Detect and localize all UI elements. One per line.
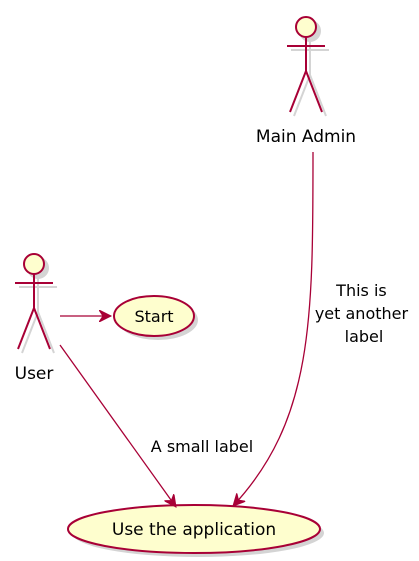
actor-main-admin-label: Main Admin xyxy=(256,127,356,147)
usecase-start-label: Start xyxy=(134,307,173,326)
edge-label-line: label xyxy=(345,327,384,346)
actor-user[interactable]: User xyxy=(15,253,57,384)
edge-label-line: This is xyxy=(335,281,387,300)
actor-user-figure xyxy=(15,253,57,354)
actor-main-admin-figure xyxy=(287,16,329,117)
usecase-start[interactable]: Start xyxy=(113,295,198,340)
edge-user-to-use-the-application xyxy=(59,344,176,507)
edge-label-line: yet another xyxy=(315,304,409,323)
edge-main-admin-to-use-the-application-label: This is yet another label xyxy=(315,281,413,346)
edge-main-admin-to-use-the-application xyxy=(233,151,314,506)
actor-user-label: User xyxy=(15,364,54,384)
usecase-start-ellipse xyxy=(113,295,195,337)
usecase-use-the-application-label: Use the application xyxy=(112,520,276,540)
usecase-use-the-application-ellipse xyxy=(67,504,321,554)
edge-user-to-use-the-application-label: A small label xyxy=(151,437,253,456)
usecase-use-the-application[interactable]: Use the application xyxy=(67,504,324,557)
actor-main-admin[interactable]: Main Admin xyxy=(256,16,356,147)
